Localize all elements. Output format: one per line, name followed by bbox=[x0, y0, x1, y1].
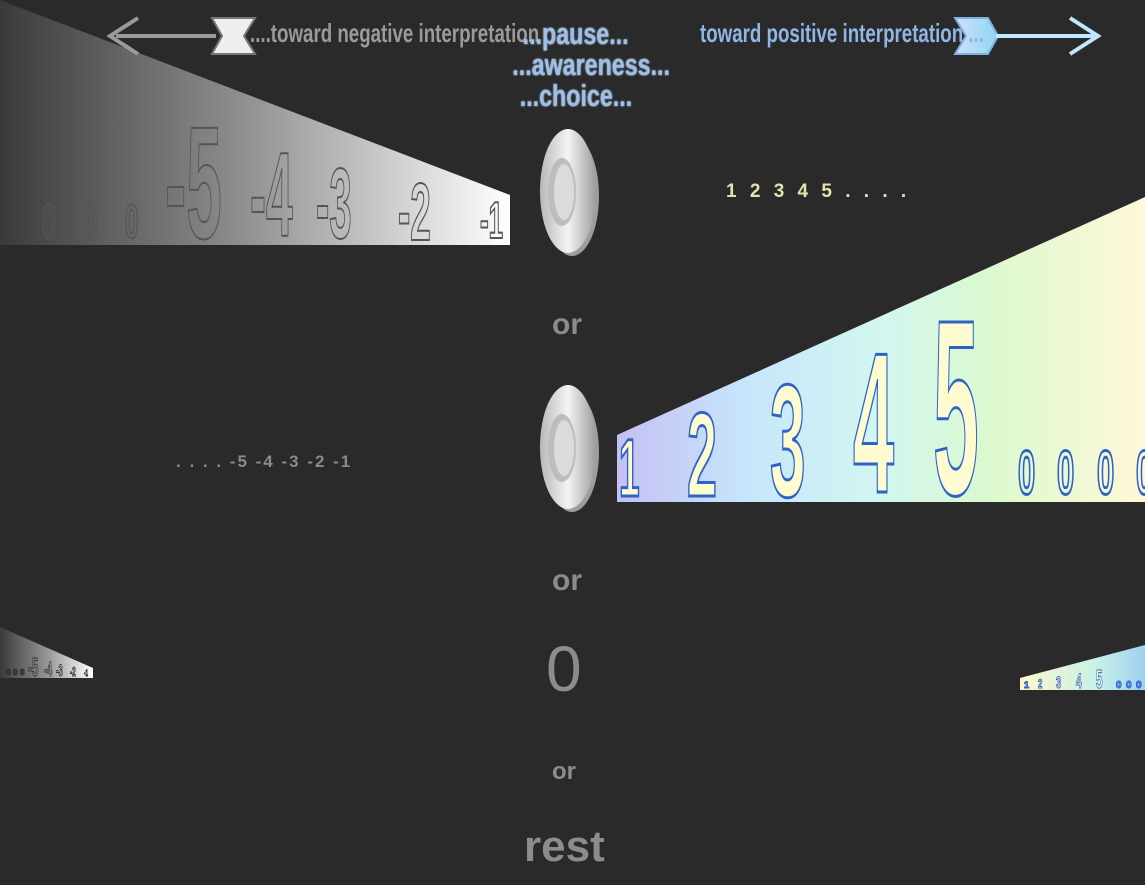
scale-label: -5 bbox=[28, 654, 38, 682]
scale-label: -2 bbox=[70, 666, 76, 680]
scale-label: 0 bbox=[42, 196, 55, 249]
scale-label: 2 bbox=[1038, 677, 1042, 692]
center-caption: ...pause... ...awareness... ...choice... bbox=[486, 18, 666, 111]
scale-label: 4 bbox=[1076, 669, 1082, 693]
scale-label: 0 bbox=[1057, 440, 1074, 508]
scale-label: 0 bbox=[1136, 440, 1145, 508]
scale-label: -3 bbox=[56, 661, 63, 680]
positive-direction-caption: toward positive interpretation ... bbox=[700, 18, 984, 49]
pause-text: ...pause... bbox=[523, 18, 629, 49]
scale-label: -3 bbox=[316, 149, 352, 261]
scale-label: -1 bbox=[84, 668, 88, 678]
rest-text: rest bbox=[524, 822, 605, 872]
scale-label: 0 bbox=[1126, 680, 1132, 691]
positive-scale-small-text: 1 2 3 4 5 . . . . bbox=[726, 181, 910, 203]
scale-label: -5 bbox=[165, 94, 222, 273]
scale-label: 0 bbox=[1116, 680, 1122, 691]
scale-label: 5 bbox=[933, 268, 979, 547]
scale-label: 0 bbox=[1136, 680, 1142, 691]
scale-label: 0 bbox=[1018, 440, 1035, 508]
ring-icon bbox=[540, 385, 599, 512]
scale-label: 2 bbox=[687, 388, 717, 522]
scale-label: -4 bbox=[250, 128, 293, 262]
scale-label: 5 bbox=[1096, 666, 1103, 694]
negative-scale-small-text: . . . . -5 -4 -3 -2 -1 bbox=[176, 452, 352, 472]
or-text: or bbox=[552, 564, 582, 598]
scale-label: -2 bbox=[398, 166, 431, 258]
awareness-text: ...awareness... bbox=[512, 49, 670, 80]
scale-label: -4 bbox=[44, 659, 52, 681]
scale-label: 4 bbox=[853, 310, 894, 534]
choice-text: ...choice... bbox=[520, 80, 632, 111]
scale-label: 0 bbox=[1097, 440, 1114, 508]
scale-label: 3 bbox=[770, 352, 806, 531]
scale-label: 1 bbox=[1024, 680, 1029, 690]
scale-label: 1 bbox=[619, 422, 640, 514]
zero-symbol: 0 bbox=[546, 632, 582, 706]
or-text: or bbox=[552, 758, 576, 786]
ring-icon bbox=[540, 129, 599, 256]
scale-label: -1 bbox=[480, 191, 503, 249]
scale-label: 3 bbox=[1056, 673, 1061, 692]
scale-label: 0 bbox=[13, 668, 18, 677]
left-arrow-icon bbox=[110, 18, 255, 54]
scale-label: 0 bbox=[6, 668, 11, 677]
scale-label: 0 bbox=[84, 196, 97, 249]
scale-label: 0 bbox=[20, 668, 25, 677]
scale-label: 0 bbox=[125, 196, 138, 249]
or-text: or bbox=[552, 308, 582, 342]
